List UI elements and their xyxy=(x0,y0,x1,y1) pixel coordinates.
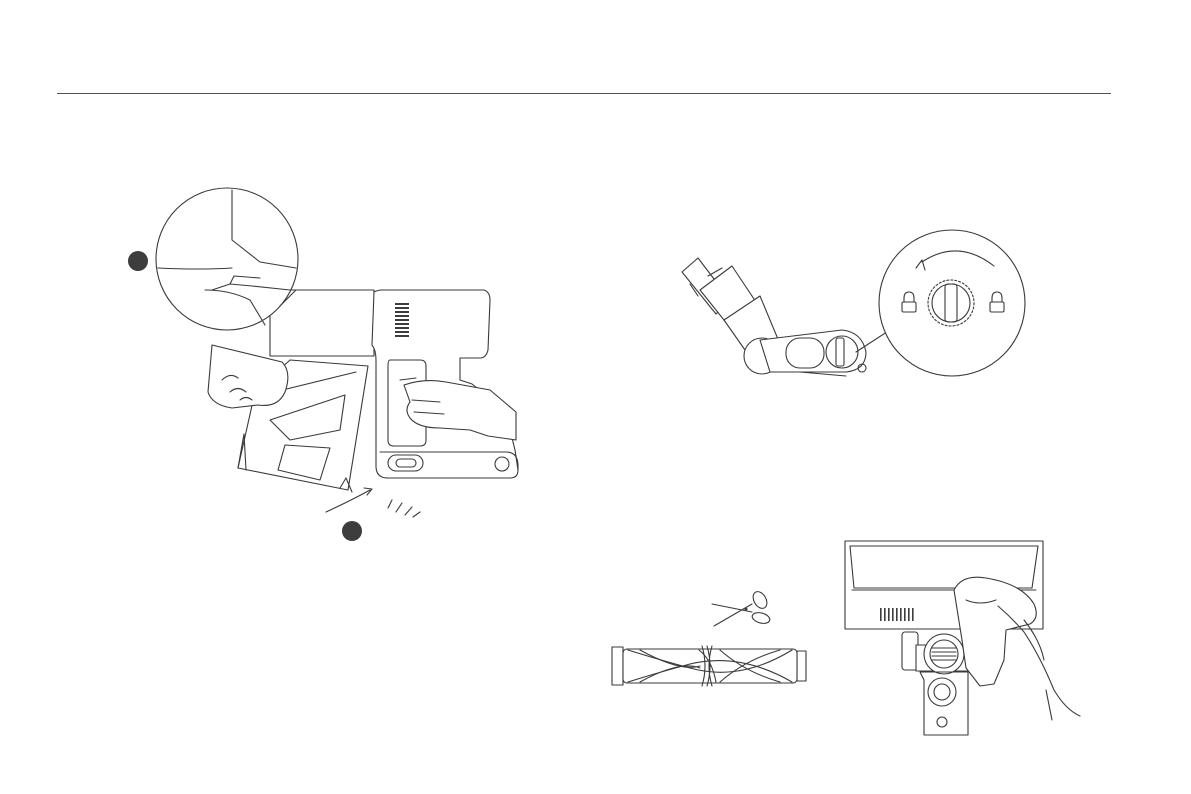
figure-brush-head-wipe xyxy=(845,541,1080,735)
step-marker-2 xyxy=(342,521,362,541)
grille-marks xyxy=(880,608,914,621)
figure-dustbin-removal xyxy=(128,188,518,541)
zoom-knob-circle xyxy=(879,230,1025,376)
figure-roller-brush xyxy=(612,589,806,686)
zoom-detail-circle xyxy=(156,188,298,330)
scissors-icon xyxy=(712,589,771,626)
step-marker-1 xyxy=(128,251,148,271)
figure-brush-head-unlock xyxy=(682,230,1025,376)
vent-grille xyxy=(395,303,409,337)
